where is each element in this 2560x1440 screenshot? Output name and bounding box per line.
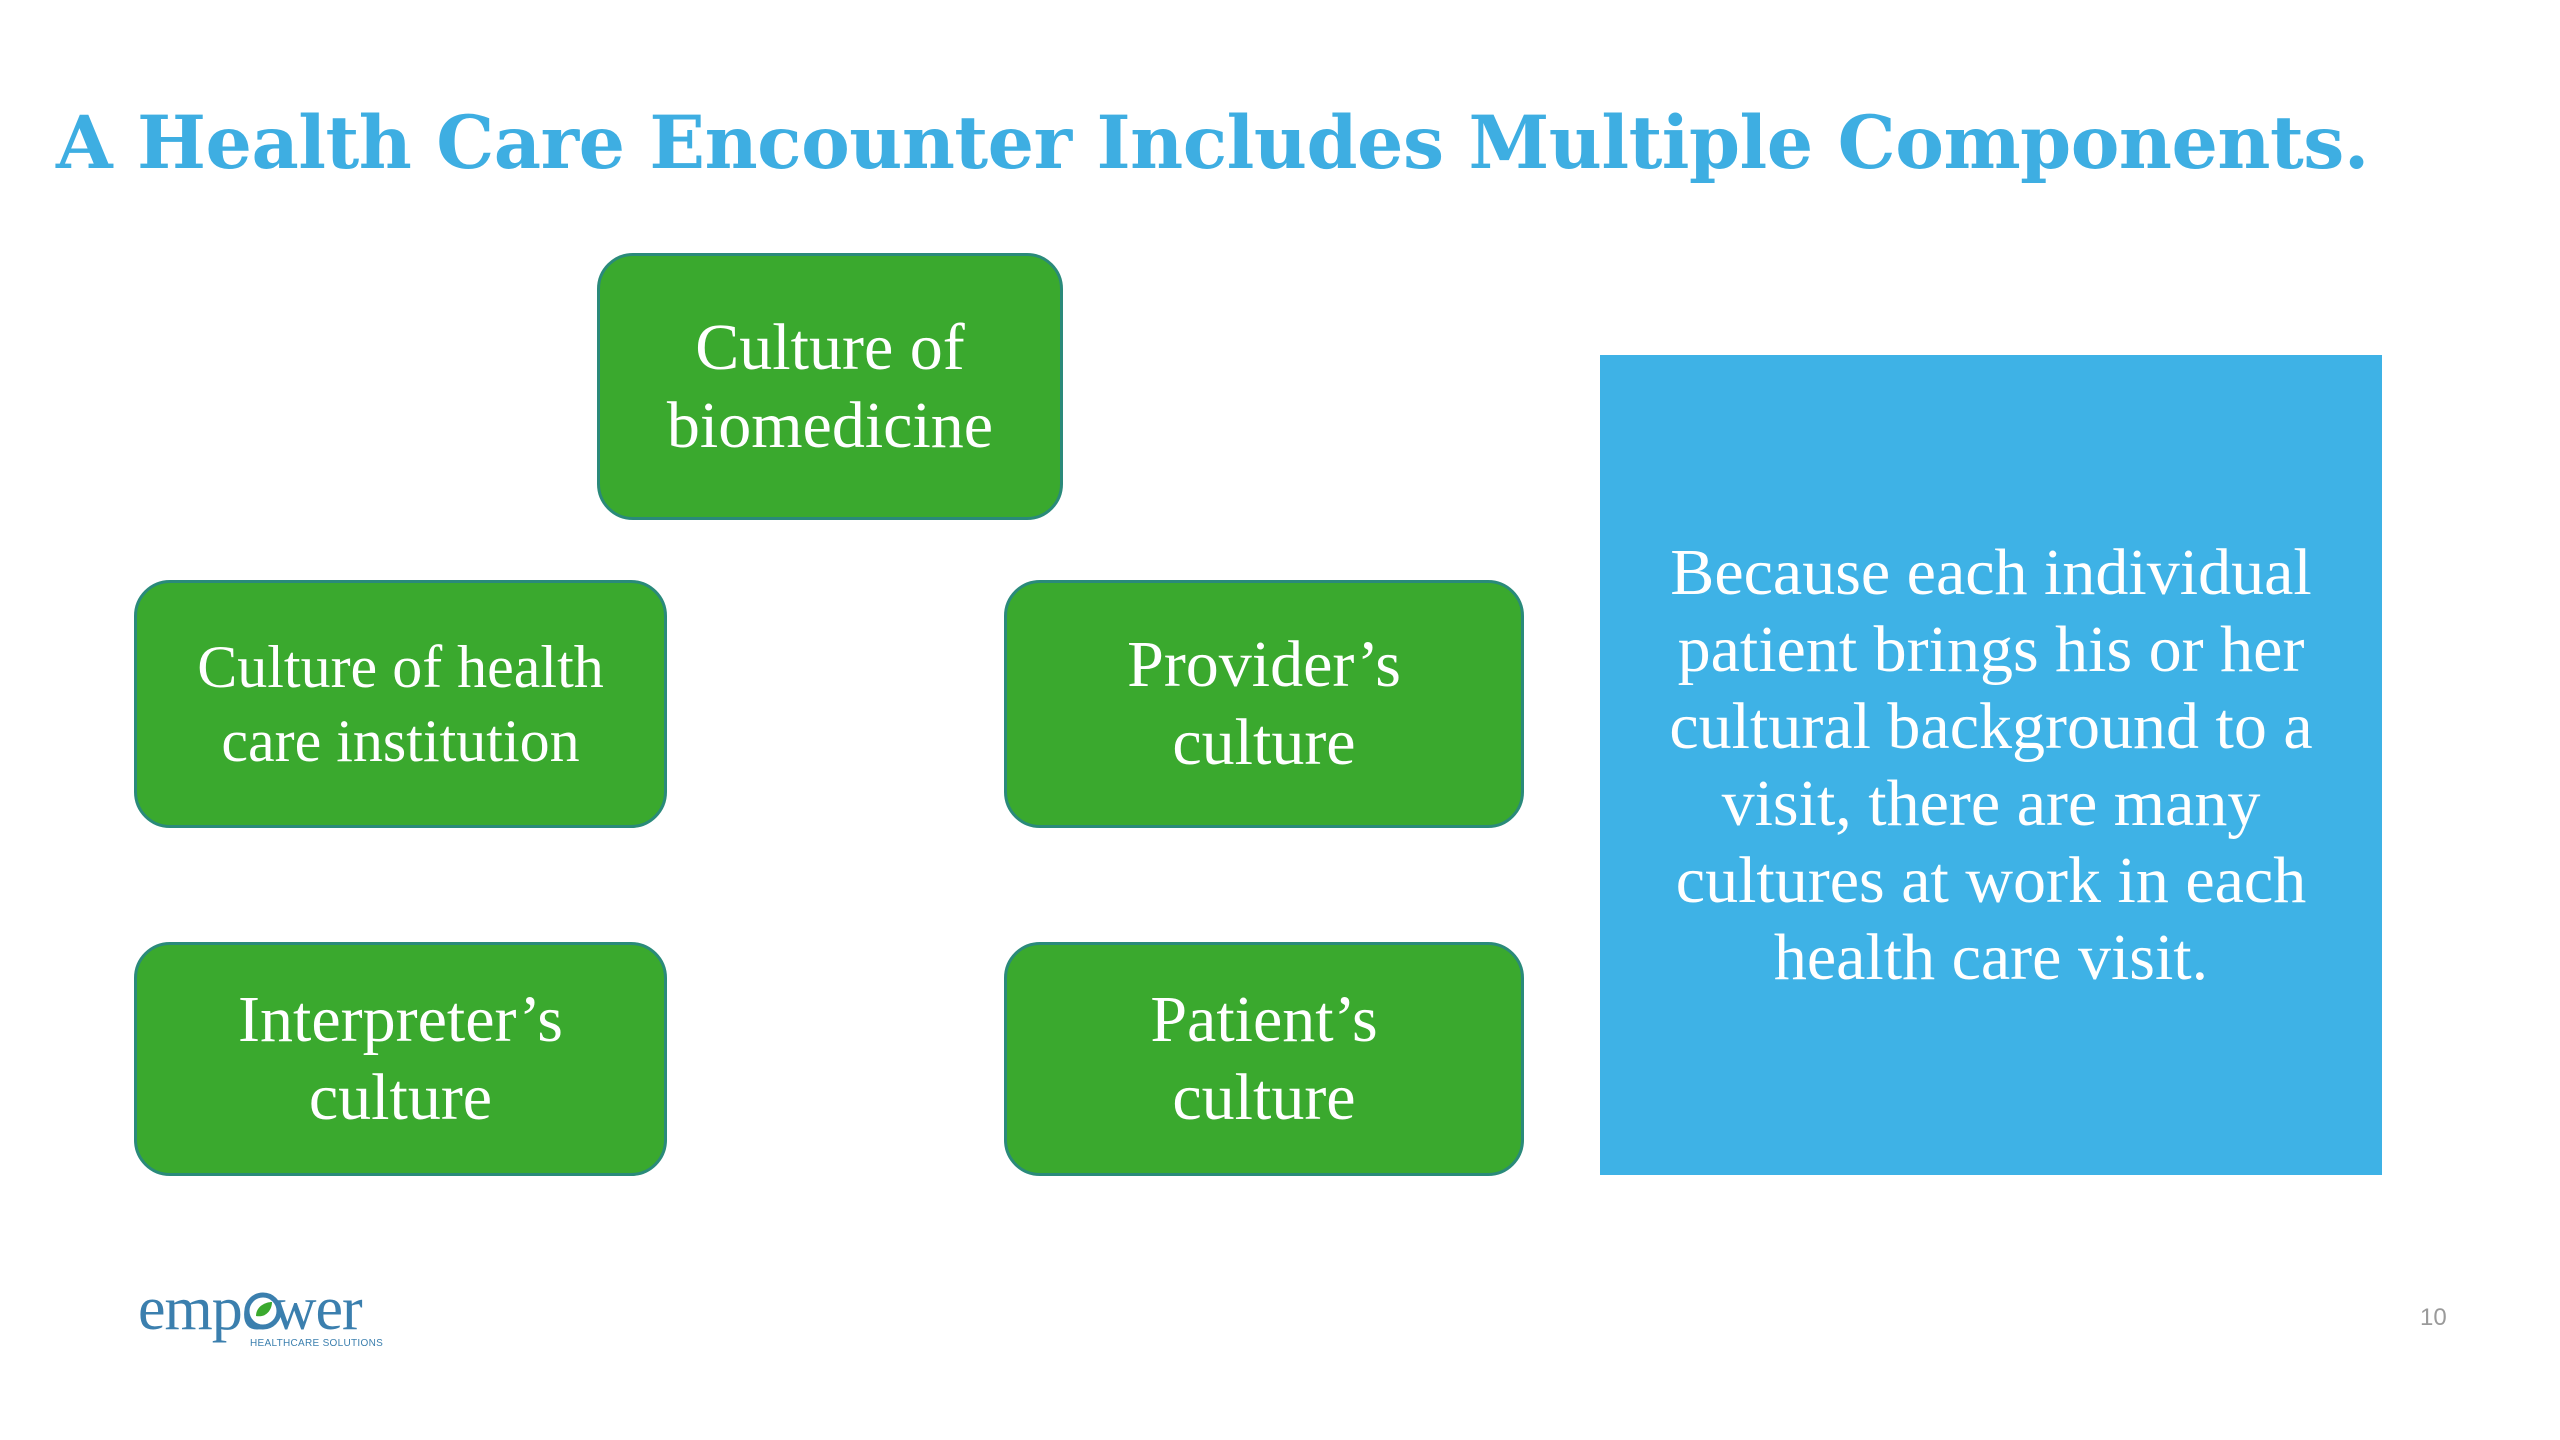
box-culture-of-health-care-institution: Culture of health care institution (134, 580, 667, 828)
info-callout-text: Because each individual patient brings h… (1669, 536, 2313, 994)
box-culture-of-biomedicine: Culture of biomedicine (597, 253, 1063, 520)
box-label: Culture of biomedicine (666, 310, 994, 462)
empower-logo: empower HEALTHCARE SOLUTIONS (138, 1275, 398, 1350)
box-label: Patient’s culture (1150, 983, 1378, 1134)
box-label: Interpreter’s culture (238, 983, 563, 1134)
info-callout: Because each individual patient brings h… (1600, 355, 2382, 1175)
box-label: Culture of health care institution (197, 634, 604, 774)
logo-tagline: HEALTHCARE SOLUTIONS (250, 1338, 384, 1349)
box-interpreters-culture: Interpreter’s culture (134, 942, 667, 1176)
page-number: 10 (2420, 1304, 2447, 1331)
leaf-o-icon (244, 1292, 282, 1330)
box-label: Provider’s culture (1127, 628, 1401, 779)
box-patients-culture: Patient’s culture (1004, 942, 1524, 1176)
slide-title: A Health Care Encounter Includes Multipl… (56, 100, 2369, 186)
box-providers-culture: Provider’s culture (1004, 580, 1524, 828)
